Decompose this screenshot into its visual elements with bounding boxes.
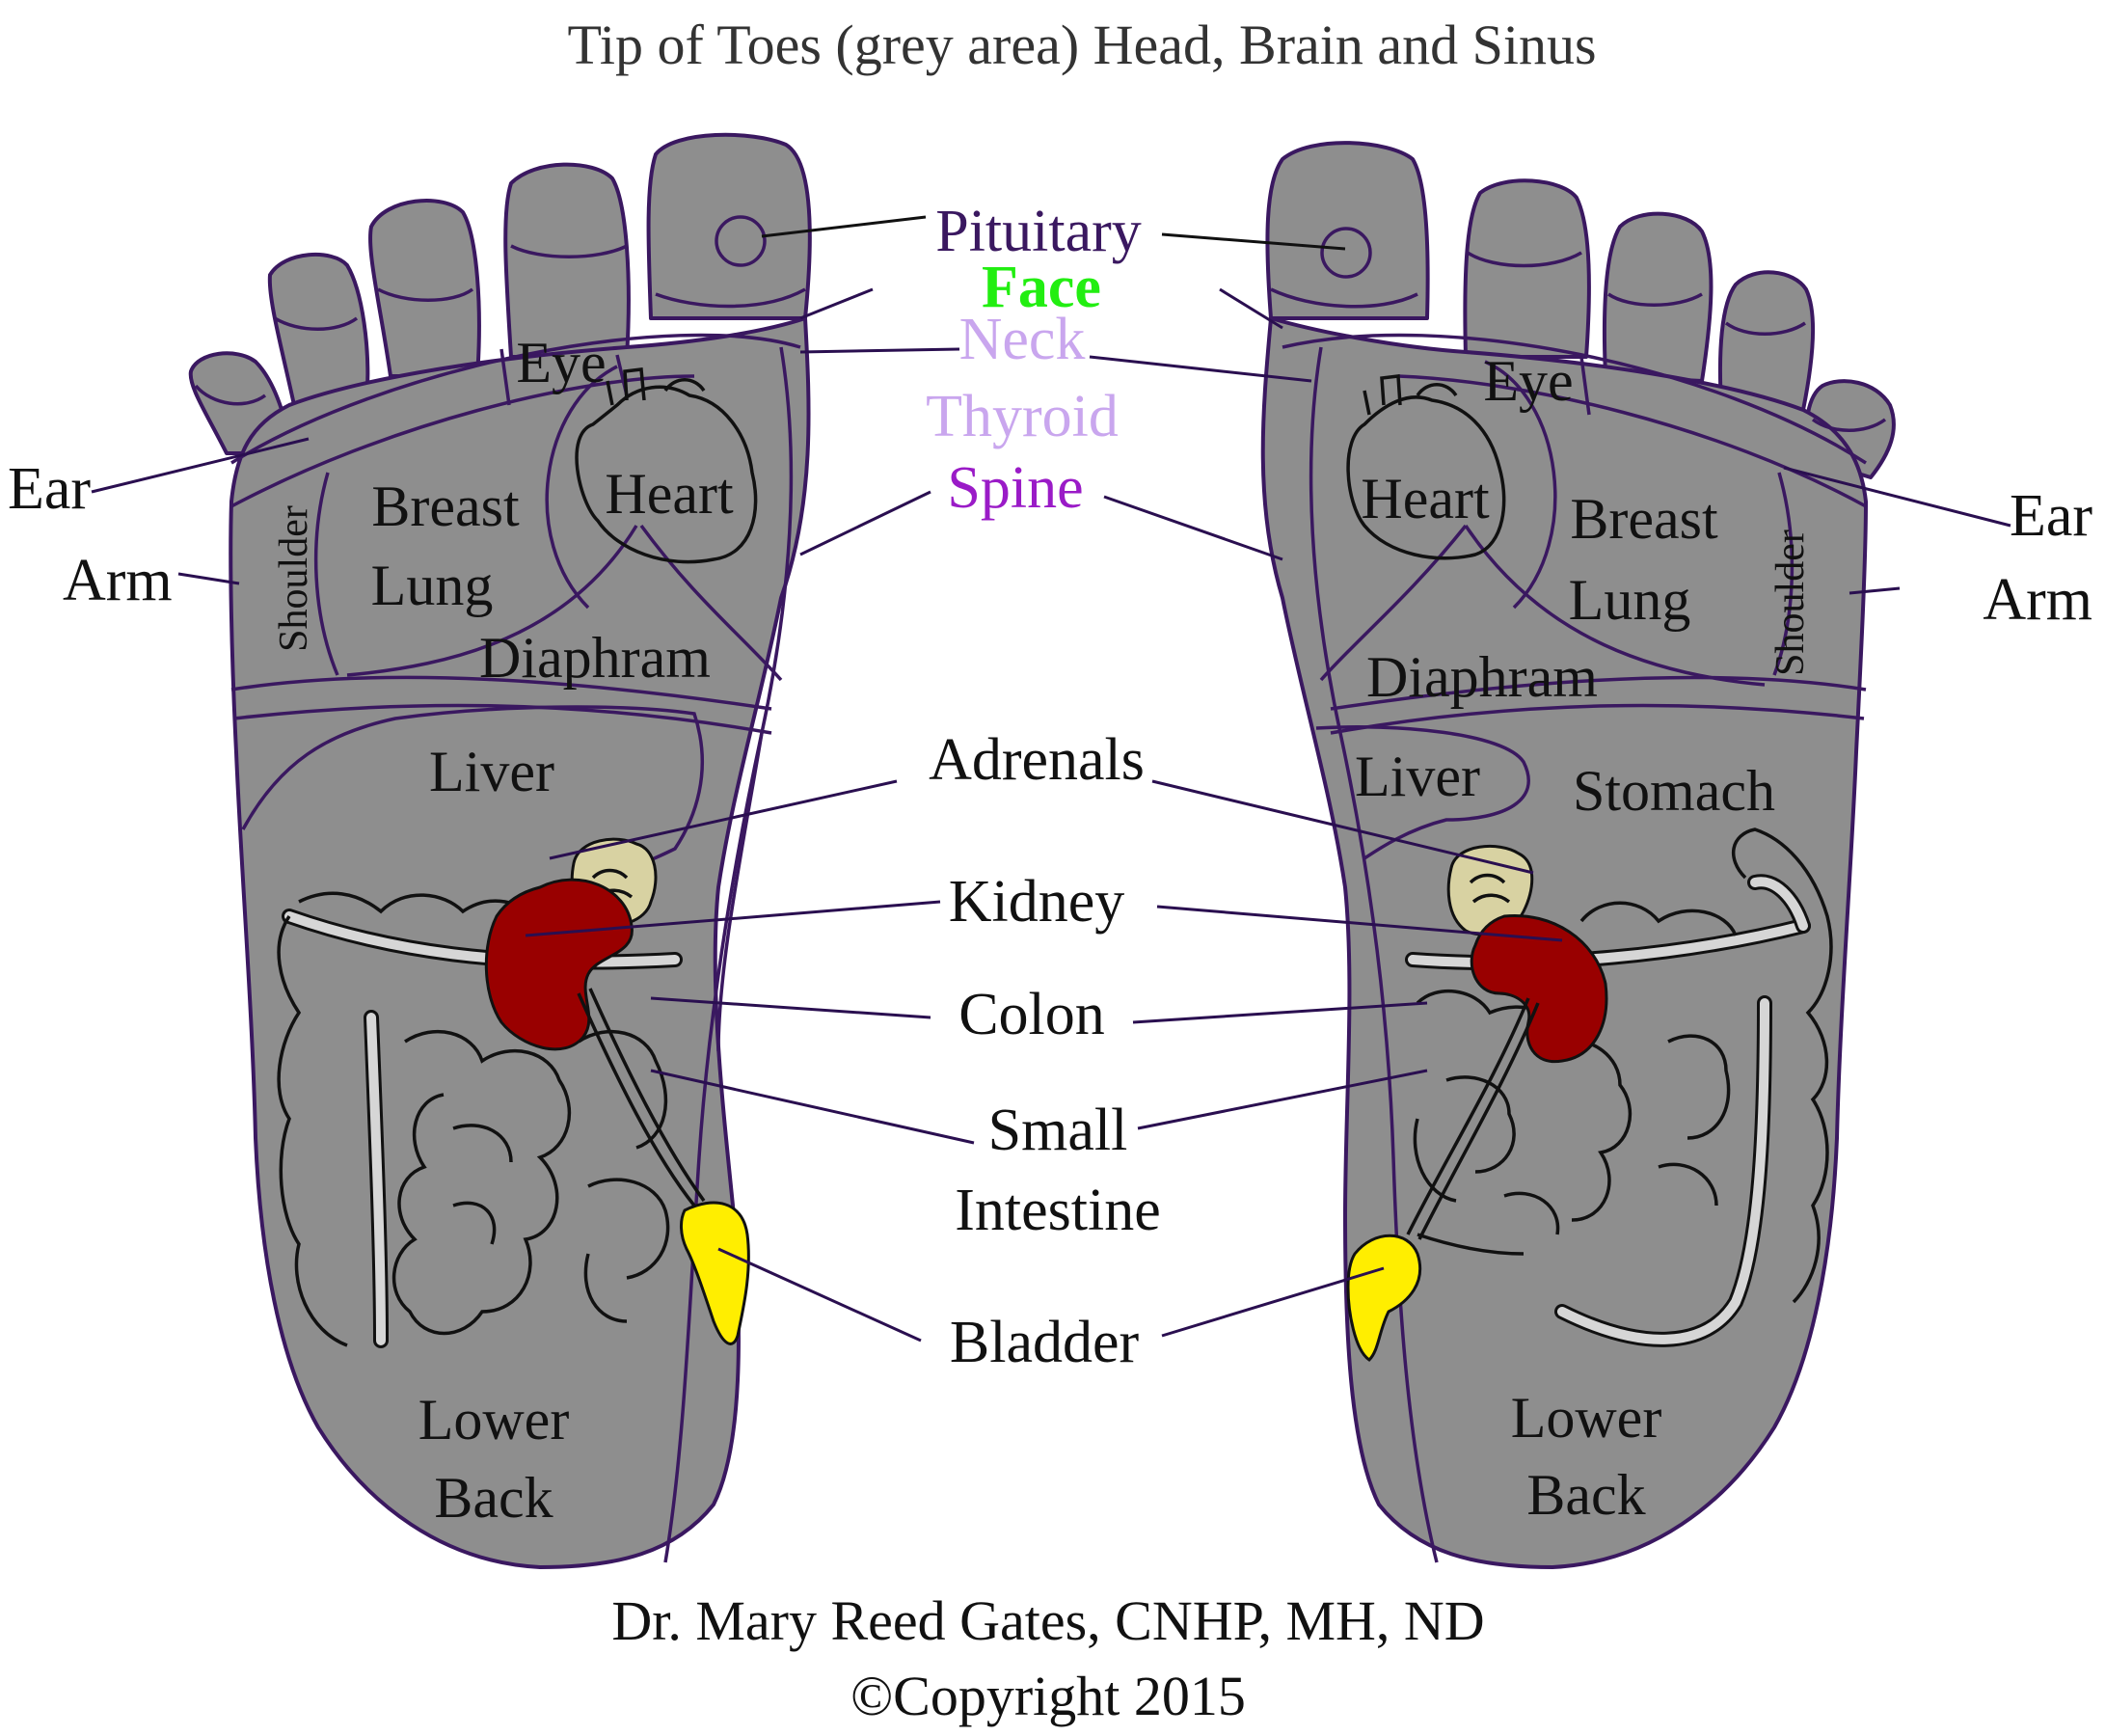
- right-label-back: Back: [1526, 1463, 1645, 1527]
- right-label-liver: Liver: [1355, 745, 1480, 808]
- label-small: Small: [988, 1098, 1128, 1163]
- right-toe-2: [1465, 180, 1589, 357]
- right-label-arm: Arm: [1983, 567, 2092, 633]
- left-foot: [191, 135, 810, 1567]
- left-label-ear: Ear: [8, 456, 91, 522]
- left-label-breast: Breast: [371, 475, 520, 538]
- label-thyroid: Thyroid: [926, 384, 1119, 449]
- label-spine: Spine: [947, 455, 1083, 521]
- left-label-heart: Heart: [605, 462, 734, 526]
- left-label-back: Back: [434, 1466, 553, 1530]
- left-label-lower: Lower: [418, 1388, 570, 1451]
- right-label-ear: Ear: [2010, 483, 2092, 549]
- label-colon: Colon: [958, 982, 1105, 1047]
- right-label-lung: Lung: [1569, 568, 1691, 632]
- left-toe-3: [370, 201, 479, 376]
- credit-author: Dr. Mary Reed Gates, CNHP, MH, ND: [611, 1589, 1484, 1652]
- chart-title: Tip of Toes (grey area) Head, Brain and …: [567, 14, 1596, 76]
- left-label-liver: Liver: [429, 740, 554, 803]
- label-adrenals: Adrenals: [929, 727, 1145, 793]
- right-label-heart: Heart: [1361, 467, 1490, 530]
- right-label-stomach: Stomach: [1573, 759, 1775, 823]
- label-neck: Neck: [959, 307, 1086, 372]
- left-label-shoulder: Shoulder: [272, 505, 316, 652]
- label-bladder: Bladder: [950, 1310, 1140, 1375]
- label-intestine: Intestine: [955, 1178, 1161, 1243]
- left-toe-2: [505, 165, 629, 357]
- credit-copyright: ©Copyright 2015: [850, 1665, 1246, 1727]
- left-label-eye: Eye: [516, 331, 606, 394]
- left-label-arm: Arm: [63, 548, 173, 613]
- right-label-lower: Lower: [1511, 1386, 1662, 1450]
- left-label-diaphram: Diaphram: [479, 626, 711, 690]
- right-label-diaphram: Diaphram: [1366, 645, 1598, 709]
- right-foot: [1263, 143, 1894, 1567]
- right-toe-1: [1267, 143, 1427, 318]
- left-label-lung: Lung: [371, 554, 494, 617]
- label-kidney: Kidney: [949, 869, 1125, 935]
- right-label-breast: Breast: [1570, 487, 1718, 551]
- right-label-eye: Eye: [1483, 349, 1573, 413]
- left-toe-1: [649, 135, 810, 318]
- right-label-shoulder: Shoulder: [1768, 529, 1813, 676]
